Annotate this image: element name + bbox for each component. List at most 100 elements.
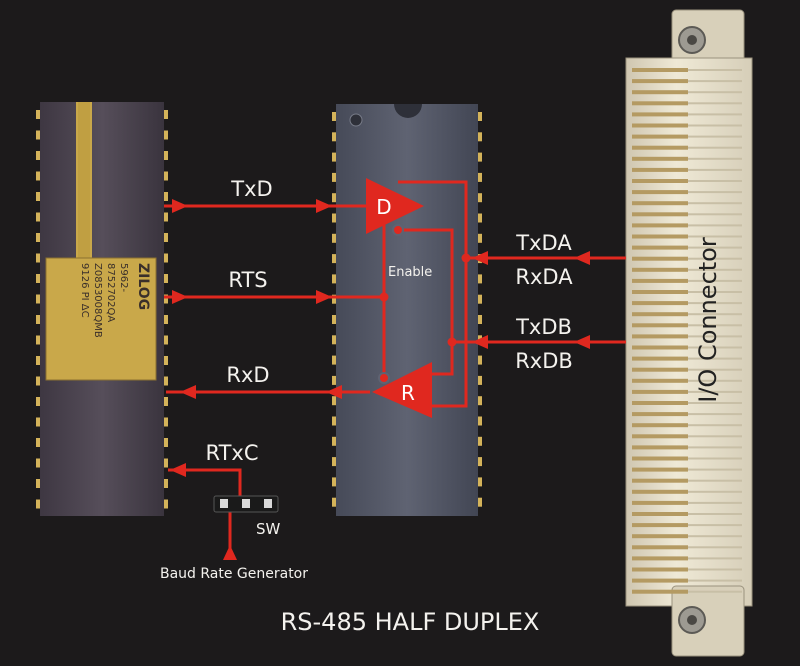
connector-contact-shadow xyxy=(688,80,742,83)
uart-gold-lid xyxy=(45,257,157,381)
arrow-txda xyxy=(472,251,488,265)
receiver-triangle xyxy=(372,362,432,418)
connector-contact-shadow xyxy=(688,291,742,293)
connector-contact xyxy=(632,378,688,383)
connector-contact-shadow xyxy=(688,557,742,560)
uart-marking: ZILOG 5962- 8752702QA Z0853008QMB 9126 P… xyxy=(79,263,151,338)
driver-enable-bubble xyxy=(392,224,404,236)
chip-pin xyxy=(162,417,168,427)
chip-pin xyxy=(162,212,168,222)
label-rxd: RxD xyxy=(226,363,269,387)
receiver-gate: R xyxy=(372,362,432,418)
connector-contact-shadow xyxy=(688,524,742,527)
chip-pin xyxy=(162,253,168,263)
signal-wires xyxy=(164,180,626,548)
connector-contact-shadow xyxy=(688,513,742,515)
connector-contact xyxy=(632,445,688,450)
xcvr-pins-right xyxy=(476,112,482,507)
driver-gate: D xyxy=(366,178,424,236)
chip-pin xyxy=(162,294,168,304)
chip-pin xyxy=(162,397,168,406)
connector-contact-shadow xyxy=(688,246,742,249)
connector-contact-shadow xyxy=(688,479,742,482)
chip-pin xyxy=(476,355,482,365)
wire-driver-out-b xyxy=(398,228,626,344)
connector-contact-shadow xyxy=(688,302,742,305)
connector-contact xyxy=(632,190,688,195)
connector-contact xyxy=(632,112,688,117)
connector-contact xyxy=(632,256,688,261)
connector-contact xyxy=(632,556,688,561)
chip-pin xyxy=(36,192,42,201)
chip-pin xyxy=(162,499,168,509)
chip-pin xyxy=(476,274,482,284)
arrow-rtxc xyxy=(170,463,186,477)
chip-pin xyxy=(162,479,168,488)
connector-contact xyxy=(632,167,688,172)
chip-pin xyxy=(36,233,42,242)
connector-contact xyxy=(632,101,688,106)
baud-rate-label: Baud Rate Generator xyxy=(160,566,308,582)
connector-contact xyxy=(632,434,688,439)
chip-pin xyxy=(476,233,482,243)
chip-pin xyxy=(162,376,168,386)
chip-pin xyxy=(36,212,42,222)
arrow-txdb xyxy=(472,335,488,349)
chip-pin xyxy=(36,438,42,447)
connector-contact-shadow xyxy=(688,313,742,316)
connector-contact xyxy=(632,201,688,206)
jumper-label: SW xyxy=(256,520,281,538)
chip-pin xyxy=(476,457,482,467)
chip-pin xyxy=(36,356,42,365)
connector-contact xyxy=(632,423,688,428)
connector-contact-shadow xyxy=(688,213,742,216)
chip-pin xyxy=(476,416,482,426)
connector-contact xyxy=(632,312,688,317)
chip-pin xyxy=(476,497,482,507)
connector-contact xyxy=(632,278,688,283)
connector-contact-shadow xyxy=(688,402,742,404)
chip-pin xyxy=(332,416,338,426)
chip-pin xyxy=(36,151,42,160)
jumper-header: SW xyxy=(213,495,281,538)
connector-contact xyxy=(632,401,688,405)
signal-labels: TxD RTS RxD RTxC TxDA RxDA TxDB RxDB xyxy=(206,177,574,465)
connector-contact xyxy=(632,589,688,594)
arrow-rxdb xyxy=(574,335,590,349)
connector-contact-shadow xyxy=(688,191,742,194)
chip-pin xyxy=(332,152,338,162)
connector-contact xyxy=(632,79,688,84)
receiver-enable-bubble xyxy=(378,372,390,384)
label-rxda: RxDA xyxy=(515,265,573,289)
chip-pin xyxy=(162,458,168,468)
chip-pin xyxy=(476,112,482,121)
connector-contact xyxy=(632,90,688,95)
chip-pin xyxy=(36,294,42,304)
connector-contact-shadow xyxy=(688,390,742,393)
connector-contact-shadow xyxy=(688,335,742,338)
arrow-rxda xyxy=(574,251,590,265)
chip-pin xyxy=(36,130,42,140)
connector-contact xyxy=(632,245,688,250)
uart-pins-left xyxy=(36,110,42,509)
connector-contact xyxy=(632,68,688,72)
chip-pin xyxy=(332,193,338,203)
connector-contact-shadow xyxy=(688,224,742,227)
connector-contact xyxy=(632,567,688,572)
receiver-label: R xyxy=(401,381,415,405)
connector-contact-shadow xyxy=(688,368,742,371)
connector-contact xyxy=(632,389,688,394)
connector-contact-shadow xyxy=(688,135,742,138)
connector-contact xyxy=(632,412,688,417)
chip-pin xyxy=(36,253,42,263)
io-connector: I/O Connector xyxy=(625,9,753,657)
chip-pin xyxy=(476,375,482,385)
connector-contact-shadow xyxy=(688,413,742,416)
chip-pin xyxy=(332,172,338,182)
chip-pin xyxy=(476,477,482,487)
connector-contact xyxy=(632,123,688,128)
chip-pin xyxy=(162,110,168,119)
connector-label: I/O Connector xyxy=(694,237,722,403)
connector-contact-shadow xyxy=(688,379,742,382)
chip-pin xyxy=(332,335,338,345)
